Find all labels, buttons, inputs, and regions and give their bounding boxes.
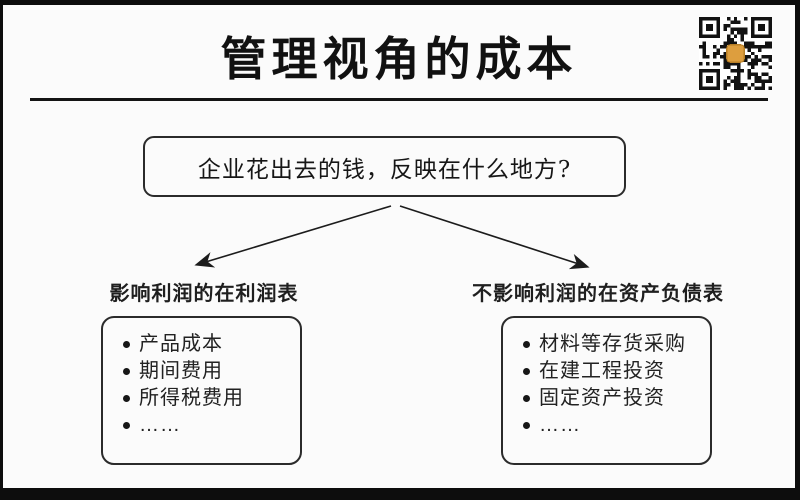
question-box: 企业花出去的钱，反映在什么地方? (143, 136, 626, 197)
qr-code-icon (699, 17, 772, 90)
bullet-dot-icon (123, 422, 130, 429)
income-statement-list: 产品成本 期间费用 所得税费用 …… (123, 331, 288, 439)
bullet-dot-icon (123, 368, 130, 375)
qr-code-pattern (699, 17, 772, 90)
list-item: …… (123, 412, 288, 439)
list-item: 材料等存货采购 (523, 331, 698, 358)
list-item: 所得税费用 (123, 385, 288, 412)
income-statement-box: 产品成本 期间费用 所得税费用 …… (101, 316, 302, 465)
arrow-left (194, 205, 392, 268)
bullet-dot-icon (123, 341, 130, 348)
list-item: 期间费用 (123, 358, 288, 385)
list-item: 在建工程投资 (523, 358, 698, 385)
bullet-dot-icon (523, 395, 530, 402)
title-divider (30, 98, 768, 101)
branch-label-income-statement: 影响利润的在利润表 (109, 283, 299, 305)
balance-sheet-box: 材料等存货采购 在建工程投资 固定资产投资 …… (501, 316, 712, 465)
qr-logo (726, 44, 745, 63)
arrow-right (399, 205, 590, 270)
bullet-dot-icon (523, 368, 530, 375)
list-item: …… (523, 412, 698, 439)
page-title: 管理视角的成本 (220, 32, 578, 86)
question-text: 企业花出去的钱，反映在什么地方? (197, 156, 572, 183)
balance-sheet-list: 材料等存货采购 在建工程投资 固定资产投资 …… (523, 331, 698, 439)
bullet-dot-icon (123, 395, 130, 402)
bullet-dot-icon (523, 422, 530, 429)
list-item: 固定资产投资 (523, 385, 698, 412)
branch-label-balance-sheet: 不影响利润的在资产负债表 (472, 283, 724, 305)
bullet-dot-icon (523, 341, 530, 348)
list-item: 产品成本 (123, 331, 288, 358)
